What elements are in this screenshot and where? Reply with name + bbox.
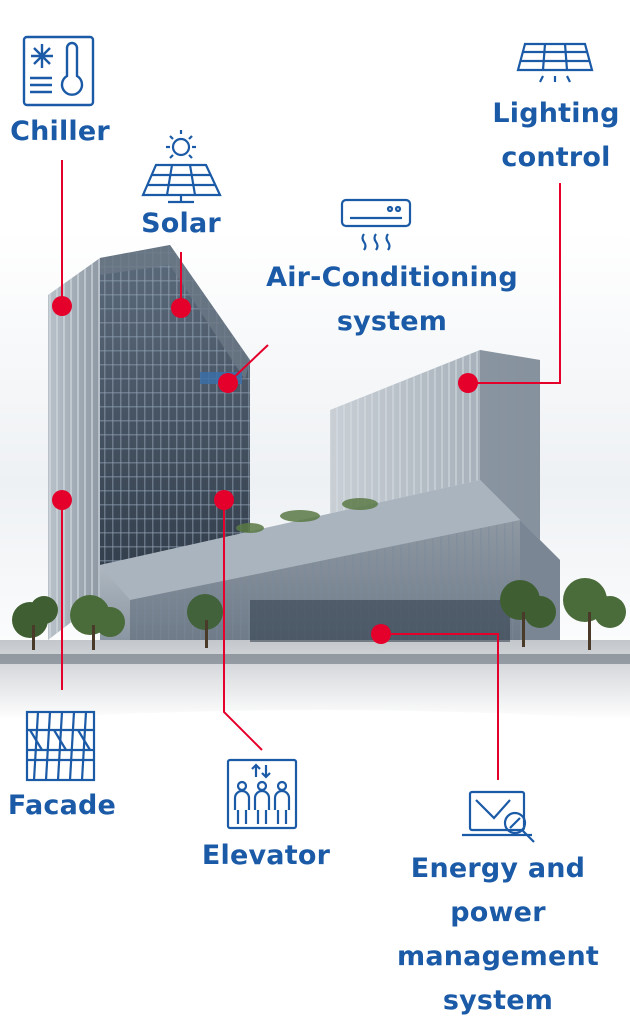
- elevator-dot: [214, 490, 234, 510]
- energy-label-line2: management: [396, 941, 599, 972]
- lighting-label-line2: control: [501, 142, 611, 173]
- connector-lines: [61, 160, 561, 780]
- lighting-dot: [458, 373, 478, 393]
- aircon-dot: [218, 373, 238, 393]
- aircon-label-line1: Air-Conditioning: [266, 262, 518, 293]
- aircon-label-line2: system: [336, 306, 448, 337]
- main-tower-side-fins: [48, 258, 100, 640]
- elevator-label-text: Elevator: [201, 840, 331, 871]
- roof-greenery: [236, 498, 378, 533]
- aircon-label: Air-Conditioning system: [262, 256, 522, 344]
- energy-label-line3: system: [442, 985, 554, 1016]
- lighting-label: Lighting control: [476, 92, 630, 180]
- chiller-dot: [52, 296, 72, 316]
- podium-roof-edge: [100, 480, 520, 600]
- building-diagram: [0, 35, 630, 843]
- elevator-icon: [226, 758, 298, 830]
- lighting-label-line1: Lighting: [492, 98, 620, 129]
- facade-label-text: Facade: [7, 790, 117, 821]
- main-tower-floors: [100, 245, 250, 600]
- road-strip: [0, 654, 630, 664]
- trees: [12, 578, 626, 650]
- solar-dot: [171, 298, 191, 318]
- chiller-label: Chiller: [0, 110, 120, 154]
- facade-dot: [52, 490, 72, 510]
- facade-icon: [25, 710, 96, 782]
- chiller-label-text: Chiller: [10, 116, 110, 147]
- chiller-icon: [22, 35, 95, 107]
- elevator-connector: [223, 500, 263, 751]
- solar-label: Solar: [121, 202, 241, 246]
- facade-label: Facade: [0, 784, 124, 828]
- lighting-connector: [468, 183, 561, 384]
- energy-dot: [371, 624, 391, 644]
- solar-panel-icon: [141, 130, 222, 204]
- energy-connector: [381, 633, 499, 780]
- energy-label: Energy and power management system: [360, 847, 630, 1023]
- solar-label-text: Solar: [141, 208, 221, 239]
- main-tower-crown: [100, 245, 250, 380]
- air-conditioner-icon: [340, 198, 412, 251]
- energy-monitor-icon: [462, 790, 535, 843]
- energy-label-line1: Energy and power: [410, 853, 586, 928]
- ground-plaza: [0, 640, 630, 720]
- elevator-label: Elevator: [196, 834, 336, 878]
- connector-dots: [52, 296, 478, 644]
- lighting-panel-icon: [516, 42, 594, 83]
